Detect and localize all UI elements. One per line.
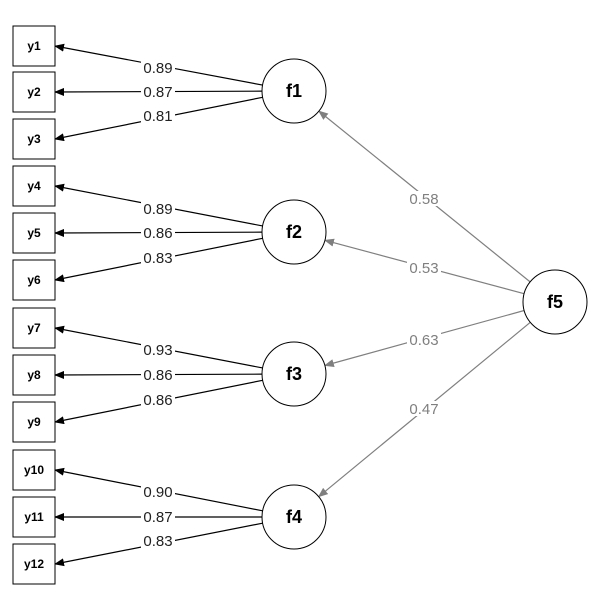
observed-node-y2: y2: [12, 71, 56, 113]
observed-label: y1: [27, 39, 41, 53]
observed-label: y5: [27, 226, 41, 240]
observed-node-y3: y3: [12, 118, 56, 160]
observed-label: y3: [27, 132, 41, 146]
loading-label-bg: [141, 60, 175, 75]
loading-label-bg: [141, 533, 175, 548]
loading-value-f3-y8: 0.86: [143, 367, 172, 384]
observed-node-y8: y8: [12, 354, 56, 396]
observed-box: [12, 165, 56, 207]
observed-box: [12, 25, 56, 67]
observed-node-y9: y9: [12, 401, 56, 443]
observed-label: y9: [27, 415, 41, 429]
loading-value-f2-y6: 0.83: [143, 250, 172, 267]
observed-node-y4: y4: [12, 165, 56, 207]
second-order-label-bg: [407, 260, 441, 275]
second-order-value-f5-f3: 0.63: [409, 332, 438, 349]
observed-label: y10: [24, 463, 44, 477]
observed-node-y11: y11: [12, 496, 56, 538]
latent-label: f1: [286, 81, 302, 101]
observed-box: [12, 259, 56, 301]
second-order-label-bg: [407, 401, 441, 416]
latent-circle: [261, 484, 327, 550]
observed-label: y6: [27, 273, 41, 287]
observed-label: y7: [27, 321, 41, 335]
latent-circle: [522, 269, 588, 335]
loading-label-bg: [141, 225, 175, 240]
latent-label: f2: [286, 222, 302, 242]
latent-label: f5: [547, 292, 563, 312]
second-order-label-bg: [407, 191, 441, 206]
observed-box: [12, 543, 56, 585]
loading-value-f3-y7: 0.93: [143, 342, 172, 359]
latent-circle: [261, 341, 327, 407]
latent-node-f1: f1: [261, 58, 327, 124]
latent-node-f3: f3: [261, 341, 327, 407]
observed-box: [12, 449, 56, 491]
observed-node-y10: y10: [12, 449, 56, 491]
second-order-label-bg: [407, 332, 441, 347]
latent-node-f4: f4: [261, 484, 327, 550]
observed-box: [12, 118, 56, 160]
observed-node-y5: y5: [12, 212, 56, 254]
latent-circle: [261, 58, 327, 124]
observed-label: y11: [24, 510, 44, 524]
loading-value-f3-y9: 0.86: [143, 392, 172, 409]
loading-value-f2-y5: 0.86: [143, 225, 172, 242]
loading-label-bg: [141, 392, 175, 407]
latent-label: f3: [286, 364, 302, 384]
observed-label: y12: [24, 557, 44, 571]
loading-value-f1-y1: 0.89: [143, 60, 172, 77]
loading-label-bg: [141, 201, 175, 216]
observed-box: [12, 401, 56, 443]
observed-node-y7: y7: [12, 307, 56, 349]
observed-box: [12, 496, 56, 538]
second-order-value-f5-f2: 0.53: [409, 260, 438, 277]
observed-label: y4: [27, 179, 41, 193]
loading-label-bg: [141, 250, 175, 265]
observed-label: y8: [27, 368, 41, 382]
observed-node-y12: y12: [12, 543, 56, 585]
loading-value-f1-y2: 0.87: [143, 84, 172, 101]
loading-label-bg: [141, 509, 175, 524]
labels-layer: 0.89 0.87 0.81 0.89 0.86 0.83 0.93 0.86 0.86 0.90…: [141, 60, 441, 550]
latent-circle: [261, 199, 327, 265]
latent-label: f4: [286, 507, 302, 527]
latent-node-f2: f2: [261, 199, 327, 265]
observed-node-y1: y1: [12, 25, 56, 67]
observed-box: [12, 307, 56, 349]
second-order-value-f5-f1: 0.58: [409, 191, 438, 208]
latent-node-f5: f5: [522, 269, 588, 335]
loading-value-f1-y3: 0.81: [143, 108, 172, 125]
loading-value-f2-y4: 0.89: [143, 201, 172, 218]
observed-box: [12, 212, 56, 254]
observed-node-y6: y6: [12, 259, 56, 301]
loading-label-bg: [141, 484, 175, 499]
loading-value-f4-y10: 0.90: [143, 484, 172, 501]
loading-label-bg: [141, 367, 175, 382]
loading-label-bg: [141, 84, 175, 99]
loading-label-bg: [141, 108, 175, 123]
observed-box: [12, 71, 56, 113]
loading-value-f4-y12: 0.83: [143, 533, 172, 550]
second-order-value-f5-f4: 0.47: [409, 401, 438, 418]
loading-value-f4-y11: 0.87: [143, 509, 172, 526]
observed-label: y2: [27, 85, 41, 99]
observed-box: [12, 354, 56, 396]
nodes-layer: y1 y2 y3 y4 y5 y6 y7 y8 y9 y10 y11 y12 f1 f2 f3 f4 f5: [12, 25, 588, 585]
loading-label-bg: [141, 342, 175, 357]
